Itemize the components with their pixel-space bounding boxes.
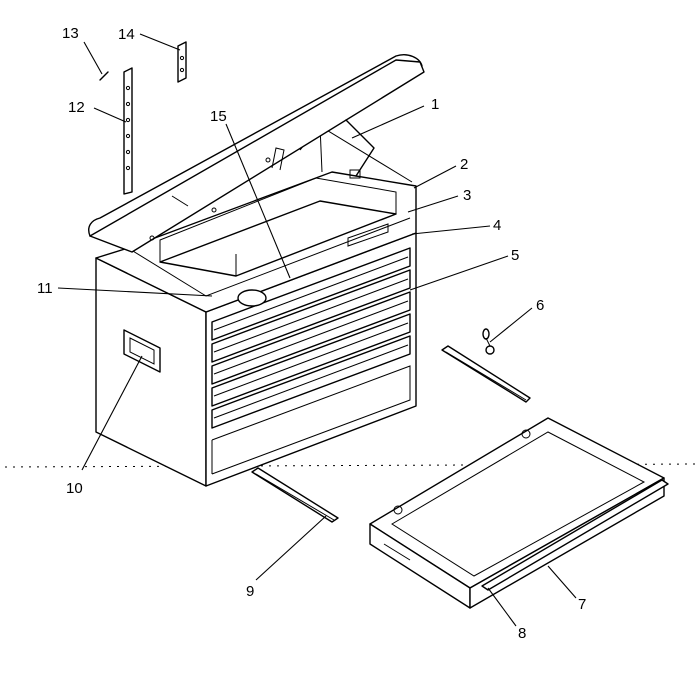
callout-14: 14: [118, 26, 135, 43]
leader-lines: [57, 33, 577, 627]
callout-12: 12: [68, 99, 85, 116]
callout-5: 5: [511, 247, 519, 264]
drawer-slide-right: [441, 345, 531, 403]
drawer-stack: [211, 223, 411, 429]
drawer-clip: [482, 328, 495, 355]
lock-cylinder: [237, 289, 267, 307]
hinge-pin: [99, 71, 109, 81]
callout-labels: 1 2 3 4 5 6 7 8 9 10 11 12 13 14 15: [37, 25, 586, 642]
side-handle: [123, 329, 161, 373]
callout-1: 1: [431, 96, 439, 113]
callout-2: 2: [460, 156, 468, 173]
callout-8: 8: [518, 625, 526, 642]
lid-bracket: [177, 41, 187, 83]
drawer-rail: [481, 479, 669, 591]
hinge-strip: [123, 67, 133, 195]
callout-3: 3: [463, 187, 471, 204]
loose-drawer: [369, 417, 669, 609]
callout-10: 10: [66, 480, 83, 497]
callout-15: 15: [210, 108, 227, 125]
callout-4: 4: [493, 217, 501, 234]
chest-lid: [88, 54, 425, 253]
callout-6: 6: [536, 297, 544, 314]
callout-13: 13: [62, 25, 79, 42]
callout-9: 9: [246, 583, 254, 600]
drawer-slide-left: [251, 467, 339, 523]
callout-7: 7: [578, 596, 586, 613]
callout-11: 11: [37, 280, 53, 297]
